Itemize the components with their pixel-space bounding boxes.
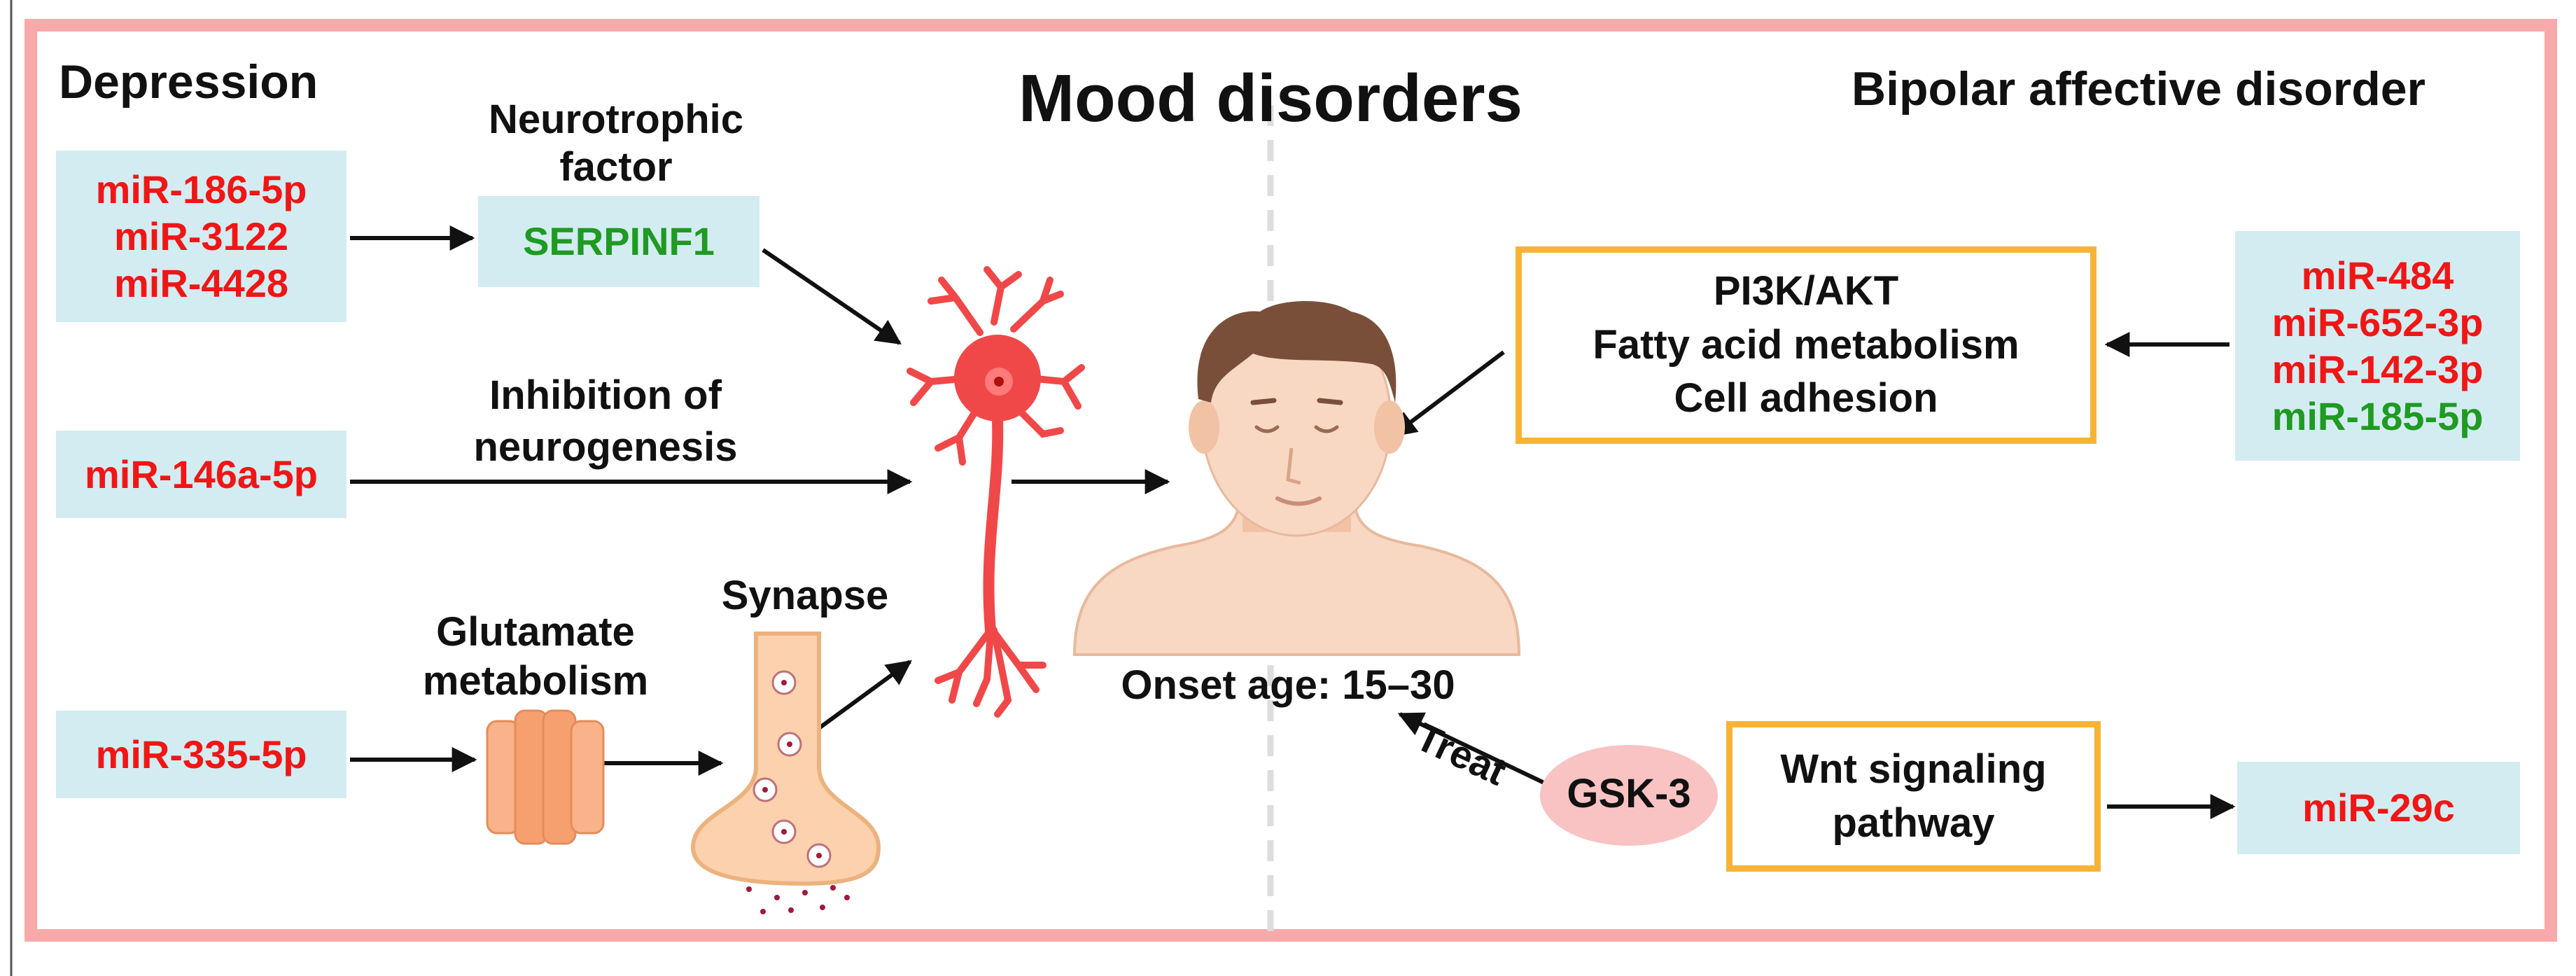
bipolar-heading: Bipolar affective disorder — [1851, 62, 2426, 116]
mirna-label: miR-335-5p — [95, 732, 307, 776]
arrow-serpinf1-to-neuron — [762, 248, 902, 345]
neurogenesis-label-1: Inhibition of — [489, 372, 722, 418]
mirna-box-depression-3: miR-335-5p — [56, 711, 346, 798]
mirna-label: miR-3122 — [113, 214, 289, 258]
mirna-label: miR-186-5p — [95, 167, 307, 211]
glutamate-label-2: metabolism — [422, 658, 649, 704]
gsk3-label: GSK-3 — [1567, 771, 1691, 816]
pathway-label: PI3K/AKT — [1713, 268, 1899, 314]
pathway-box-wnt: Wnt signaling pathway — [1726, 721, 2101, 872]
depression-heading: Depression — [59, 55, 318, 109]
pathway-label: Fatty acid metabolism — [1592, 321, 2019, 368]
gene-label: SERPINF1 — [523, 219, 715, 264]
mirna-box-depression-2: miR-146a-5p — [56, 431, 346, 518]
mirna-label: miR-484 — [2301, 253, 2454, 298]
neuron-nucleolus — [994, 377, 1004, 386]
arrow-pathway-to-person — [1391, 350, 1505, 438]
pathway-label: Cell adhesion — [1674, 375, 1938, 421]
outer-frame — [24, 19, 2557, 942]
mirna-label: miR-185-5p — [2272, 394, 2484, 439]
wnt-label-2: pathway — [1832, 800, 1995, 846]
arrows — [350, 225, 2236, 819]
neurogenesis-label-2: neurogenesis — [473, 424, 738, 470]
mirna-box-wnt: miR-29c — [2237, 762, 2520, 854]
mirna-label: miR-142-3p — [2272, 347, 2484, 391]
synapse-label: Synapse — [721, 573, 889, 618]
pathway-box-bipolar: PI3K/AKT Fatty acid metabolism Cell adhe… — [1516, 246, 2096, 444]
page-title: Mood disorders — [1018, 61, 1523, 136]
wnt-label-1: Wnt signaling — [1780, 746, 2047, 792]
arrow-gsk-treat — [1397, 712, 1548, 786]
gsk3-ellipse — [1540, 745, 1718, 846]
arrow-synapse-to-neuron — [818, 660, 912, 730]
neurotrophic-label-2: factor — [559, 144, 673, 190]
mirna-label: miR-4428 — [113, 261, 289, 306]
mirna-label: miR-29c — [2302, 786, 2455, 830]
mirna-box-bipolar: miR-484 miR-652-3p miR-142-3p miR-185-5p — [2235, 231, 2520, 461]
mirna-label: miR-652-3p — [2272, 300, 2484, 344]
glutamate-label-1: Glutamate — [436, 609, 635, 655]
neurotrophic-label-1: Neurotrophic — [488, 97, 744, 142]
onset-age-label: Onset age: 15–30 — [1121, 662, 1455, 708]
mirna-label: miR-146a-5p — [84, 452, 318, 496]
neuron-icon — [906, 266, 1085, 718]
human-head-icon — [1072, 301, 1521, 656]
mirna-box-depression-1: miR-186-5p miR-3122 miR-4428 — [56, 151, 346, 322]
synapse-icon — [690, 632, 881, 914]
glutamate-receptor-icon — [486, 709, 605, 845]
gene-box-serpinf1: SERPINF1 — [478, 196, 760, 287]
